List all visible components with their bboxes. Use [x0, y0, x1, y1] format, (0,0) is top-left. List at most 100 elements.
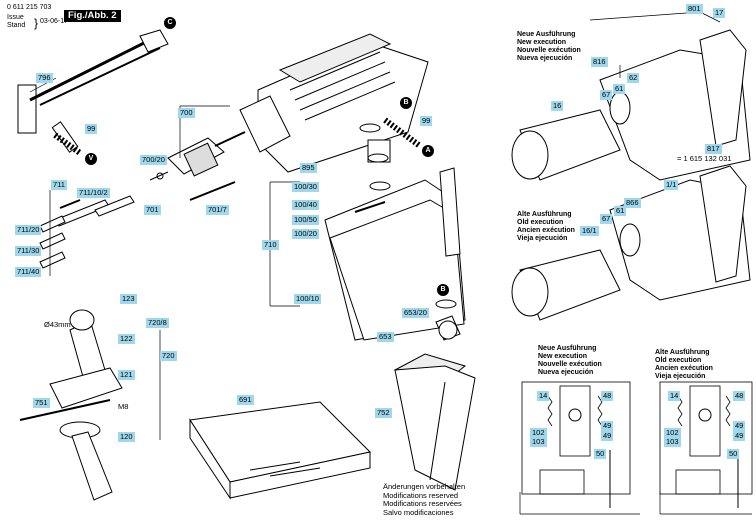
wiring-new-title: Neue Ausführung New execution Nouvelle e…	[538, 345, 602, 377]
modifications-note: Änderungen vorbehalten Modifications res…	[383, 482, 466, 517]
wire-49b-old: 49	[733, 431, 746, 441]
chisel-block	[393, 353, 476, 491]
wire-49a-new: 49	[601, 421, 614, 431]
callout-120: 120	[118, 432, 135, 442]
wire-48-new: 48	[601, 391, 614, 401]
wire-50-new: 50	[594, 449, 607, 459]
adapter-fittings	[435, 299, 461, 341]
wire-102-new: 102	[530, 428, 547, 438]
wire-49b-new: 49	[601, 431, 614, 441]
side-handle	[19, 309, 123, 501]
callout-100-50: 100/50	[292, 215, 319, 225]
callout-691: 691	[237, 395, 254, 405]
wiring-old-de: Alte Ausführung	[655, 349, 710, 356]
callout-752: 752	[375, 408, 392, 418]
note-line-es: Salvo modificaciones	[383, 507, 454, 517]
callout-99-left: 99	[85, 124, 98, 134]
callout-801: 801	[686, 4, 703, 14]
old-exec-es: Vieja ejecución	[517, 235, 568, 242]
callout-16: 16	[551, 101, 564, 111]
callout-866: 866	[624, 198, 641, 208]
callout-67-new: 67	[600, 90, 613, 100]
callout-16-1: 16/1	[580, 226, 599, 236]
callout-700-20: 700/20	[140, 155, 167, 165]
callout-17: 17	[713, 8, 726, 18]
note-line-en: Modifications reserved	[383, 490, 459, 500]
wire-103-new: 103	[530, 437, 547, 447]
diameter-label: Ø43mm	[44, 320, 71, 329]
callout-123: 123	[120, 294, 137, 304]
new-exec-fr: Nouvelle exécution	[517, 47, 581, 54]
callout-711-30: 711/30	[15, 246, 42, 256]
note-line-de: Änderungen vorbehalten	[383, 482, 466, 491]
wiring-old-en: Old execution	[655, 357, 702, 364]
callout-711-40: 711/40	[15, 267, 42, 277]
callout-701-7: 701/7	[206, 205, 229, 215]
issue-bracket: }	[34, 16, 39, 30]
callout-720: 720	[160, 351, 177, 361]
figure-title: Fig./Abb. 2	[64, 10, 121, 22]
new-execution-title: Neue Ausführung New execution Nouvelle e…	[517, 31, 581, 63]
part-817-number: = 1 615 132 031	[677, 154, 732, 163]
part-number: 0 611 215 703	[7, 4, 52, 11]
drill-chuck	[149, 131, 246, 201]
wire-48-old: 48	[733, 391, 746, 401]
wiring-old-fr: Ancien exécution	[655, 365, 713, 372]
wire-102-old: 102	[664, 428, 681, 438]
wire-50-old: 50	[727, 449, 740, 459]
callout-62: 62	[627, 73, 640, 83]
callout-653-20: 653/20	[402, 308, 429, 318]
callout-751: 751	[33, 398, 50, 408]
wiring-old-title: Alte Ausführung Old execution Ancien exé…	[655, 349, 713, 381]
wire-14-new: 14	[537, 391, 550, 401]
callout-653: 653	[377, 332, 394, 342]
marker-v: V	[85, 153, 97, 165]
callout-100-20: 100/20	[292, 229, 319, 239]
old-exec-en: Old execution	[517, 219, 564, 226]
wiring-new-en: New execution	[538, 353, 588, 360]
marker-c: C	[164, 17, 176, 29]
callout-701: 701	[144, 205, 161, 215]
marker-a: A	[422, 145, 434, 157]
callout-895: 895	[300, 163, 317, 173]
note-line-fr: Modifications reservées	[383, 499, 462, 508]
callout-817: 817	[705, 144, 722, 154]
callout-67-old: 67	[600, 214, 613, 224]
drill-bits	[39, 195, 135, 269]
dust-cover	[324, 167, 466, 341]
wiring-new-de: Neue Ausführung	[538, 345, 597, 352]
callout-711-20: 711/20	[15, 225, 42, 235]
marker-b-bottom: B	[437, 284, 449, 296]
new-exec-en: New execution	[517, 39, 567, 46]
callout-1-1: 1/1	[664, 180, 679, 190]
carrying-case	[189, 401, 372, 500]
callout-100-30: 100/30	[292, 182, 319, 192]
callout-121: 121	[118, 370, 135, 380]
callout-711: 711	[51, 180, 67, 190]
callout-720-8: 720/8	[146, 318, 169, 328]
callout-700: 700	[178, 108, 195, 118]
marker-b-top: B	[400, 97, 412, 109]
stand-label: Stand	[7, 22, 26, 29]
callout-99-right: 99	[420, 116, 433, 126]
housing-old-execution	[511, 165, 751, 321]
depth-stop-handle	[17, 29, 169, 153]
callout-710: 710	[262, 240, 279, 250]
wiring-new-es: Nueva ejecución	[538, 369, 594, 376]
callout-100-10: 100/10	[294, 294, 321, 304]
callout-100-40: 100/40	[292, 200, 319, 210]
old-exec-fr: Ancien exécution	[517, 227, 575, 234]
old-exec-de: Alte Ausführung	[517, 211, 572, 218]
new-exec-es: Nueva ejecución	[517, 55, 573, 62]
callout-122: 122	[118, 334, 135, 344]
wire-103-old: 103	[664, 437, 681, 447]
wire-14-old: 14	[668, 391, 681, 401]
issue-label: Issue	[7, 14, 24, 21]
spring	[53, 117, 422, 156]
wiring-new-fr: Nouvelle exécution	[538, 361, 602, 368]
new-exec-de: Neue Ausführung	[517, 31, 576, 38]
dust-cap-parts	[359, 123, 391, 191]
wire-49a-old: 49	[733, 421, 746, 431]
